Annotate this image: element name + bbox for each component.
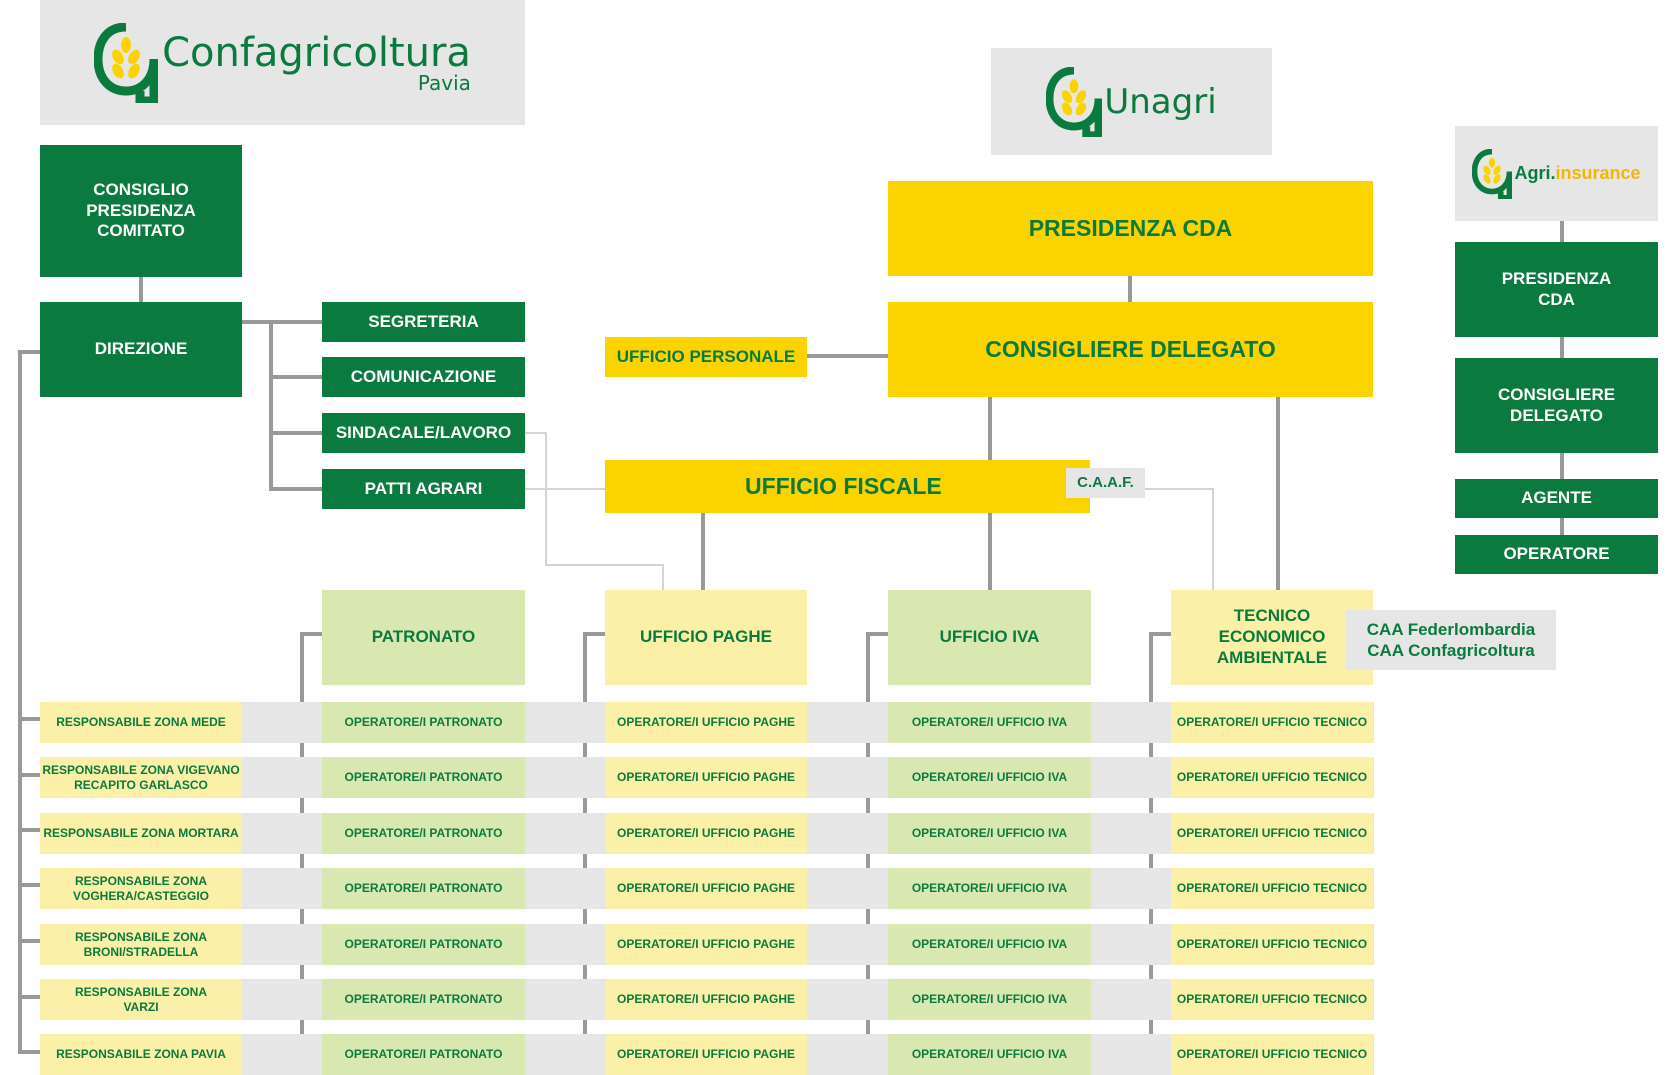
operator-patronato: OPERATORE/I PATRONATO bbox=[322, 979, 525, 1020]
wheat-logo-icon bbox=[1472, 148, 1513, 199]
zone-responsible: RESPONSABILE ZONA VIGEVANO RECAPITO GARL… bbox=[40, 757, 242, 798]
confagricoltura-sub: Pavia bbox=[417, 70, 471, 95]
right-presidenza-cda: PRESIDENZA CDA bbox=[1455, 242, 1658, 337]
unagri-name: Unagri bbox=[1104, 81, 1217, 122]
consiglio-presidenza-comitato: CONSIGLIO PRESIDENZA COMITATO bbox=[40, 145, 242, 277]
operator-patronato: OPERATORE/I PATRONATO bbox=[322, 924, 525, 965]
operator-ufficio-paghe: OPERATORE/I UFFICIO PAGHE bbox=[605, 868, 807, 909]
operator-ufficio-tecnico: OPERATORE/I UFFICIO TECNICO bbox=[1171, 868, 1373, 909]
office-comunicazione: COMUNICAZIONE bbox=[322, 357, 525, 397]
operator-ufficio-paghe: OPERATORE/I UFFICIO PAGHE bbox=[605, 1034, 807, 1075]
consigliere-delegato: CONSIGLIERE DELEGATO bbox=[888, 302, 1373, 397]
office-sindacale-lavoro: SINDACALE/LAVORO bbox=[322, 413, 525, 453]
operator-ufficio-iva: OPERATORE/I UFFICIO IVA bbox=[888, 1034, 1091, 1075]
direzione: DIREZIONE bbox=[40, 302, 242, 397]
dept-ufficio-paghe: UFFICIO PAGHE bbox=[605, 590, 807, 685]
operator-ufficio-iva: OPERATORE/I UFFICIO IVA bbox=[888, 757, 1091, 798]
operator-ufficio-tecnico: OPERATORE/I UFFICIO TECNICO bbox=[1171, 813, 1373, 854]
operator-ufficio-paghe: OPERATORE/I UFFICIO PAGHE bbox=[605, 757, 807, 798]
caaf-label: C.A.A.F. bbox=[1066, 468, 1145, 498]
operator-ufficio-tecnico: OPERATORE/I UFFICIO TECNICO bbox=[1171, 924, 1373, 965]
wheat-logo-icon bbox=[94, 22, 159, 103]
operator-ufficio-iva: OPERATORE/I UFFICIO IVA bbox=[888, 702, 1091, 743]
dept-tecnico-economico-ambientale: TECNICO ECONOMICO AMBIENTALE bbox=[1171, 590, 1373, 685]
wheat-logo-icon bbox=[1046, 66, 1103, 137]
presidenza-cda: PRESIDENZA CDA bbox=[888, 181, 1373, 276]
operator-ufficio-tecnico: OPERATORE/I UFFICIO TECNICO bbox=[1171, 1034, 1373, 1075]
confagricoltura-name: Confagricoltura bbox=[162, 29, 471, 76]
office-segreteria: SEGRETERIA bbox=[322, 302, 525, 342]
agri-insurance-logo: Agri.insurance bbox=[1455, 126, 1658, 221]
operator-ufficio-iva: OPERATORE/I UFFICIO IVA bbox=[888, 813, 1091, 854]
ufficio-fiscale: UFFICIO FISCALE bbox=[605, 460, 1090, 513]
agri-insurance-name-part2: insurance bbox=[1555, 163, 1641, 183]
operator-patronato: OPERATORE/I PATRONATO bbox=[322, 868, 525, 909]
operator-ufficio-tecnico: OPERATORE/I UFFICIO TECNICO bbox=[1171, 702, 1373, 743]
confagricoltura-logo: Confagricoltura Pavia bbox=[40, 0, 525, 125]
operator-ufficio-iva: OPERATORE/I UFFICIO IVA bbox=[888, 924, 1091, 965]
operator-ufficio-tecnico: OPERATORE/I UFFICIO TECNICO bbox=[1171, 757, 1373, 798]
right-operatore: OPERATORE bbox=[1455, 535, 1658, 574]
zone-responsible: RESPONSABILE ZONA MORTARA bbox=[40, 813, 242, 854]
right-agente: AGENTE bbox=[1455, 479, 1658, 518]
caa-label: CAA Federlombardia CAA Confagricoltura bbox=[1346, 610, 1556, 670]
operator-ufficio-paghe: OPERATORE/I UFFICIO PAGHE bbox=[605, 702, 807, 743]
office-patti-agrari: PATTI AGRARI bbox=[322, 469, 525, 509]
operator-patronato: OPERATORE/I PATRONATO bbox=[322, 813, 525, 854]
operator-ufficio-paghe: OPERATORE/I UFFICIO PAGHE bbox=[605, 924, 807, 965]
right-consigliere-delegato: CONSIGLIERE DELEGATO bbox=[1455, 358, 1658, 453]
operator-patronato: OPERATORE/I PATRONATO bbox=[322, 757, 525, 798]
operator-ufficio-iva: OPERATORE/I UFFICIO IVA bbox=[888, 979, 1091, 1020]
dept-patronato: PATRONATO bbox=[322, 590, 525, 685]
operator-ufficio-paghe: OPERATORE/I UFFICIO PAGHE bbox=[605, 979, 807, 1020]
ufficio-personale: UFFICIO PERSONALE bbox=[605, 337, 807, 377]
unagri-logo: Unagri bbox=[991, 48, 1272, 155]
dept-ufficio-iva: UFFICIO IVA bbox=[888, 590, 1091, 685]
operator-ufficio-paghe: OPERATORE/I UFFICIO PAGHE bbox=[605, 813, 807, 854]
zone-responsible: RESPONSABILE ZONA VOGHERA/CASTEGGIO bbox=[40, 868, 242, 909]
agri-insurance-name-part1: Agri. bbox=[1514, 163, 1556, 183]
operator-patronato: OPERATORE/I PATRONATO bbox=[322, 702, 525, 743]
zone-responsible: RESPONSABILE ZONA VARZI bbox=[40, 979, 242, 1020]
operator-patronato: OPERATORE/I PATRONATO bbox=[322, 1034, 525, 1075]
zone-responsible: RESPONSABILE ZONA PAVIA bbox=[40, 1034, 242, 1075]
zone-responsible: RESPONSABILE ZONA BRONI/STRADELLA bbox=[40, 924, 242, 965]
operator-ufficio-iva: OPERATORE/I UFFICIO IVA bbox=[888, 868, 1091, 909]
operator-ufficio-tecnico: OPERATORE/I UFFICIO TECNICO bbox=[1171, 979, 1373, 1020]
zone-responsible: RESPONSABILE ZONA MEDE bbox=[40, 702, 242, 743]
